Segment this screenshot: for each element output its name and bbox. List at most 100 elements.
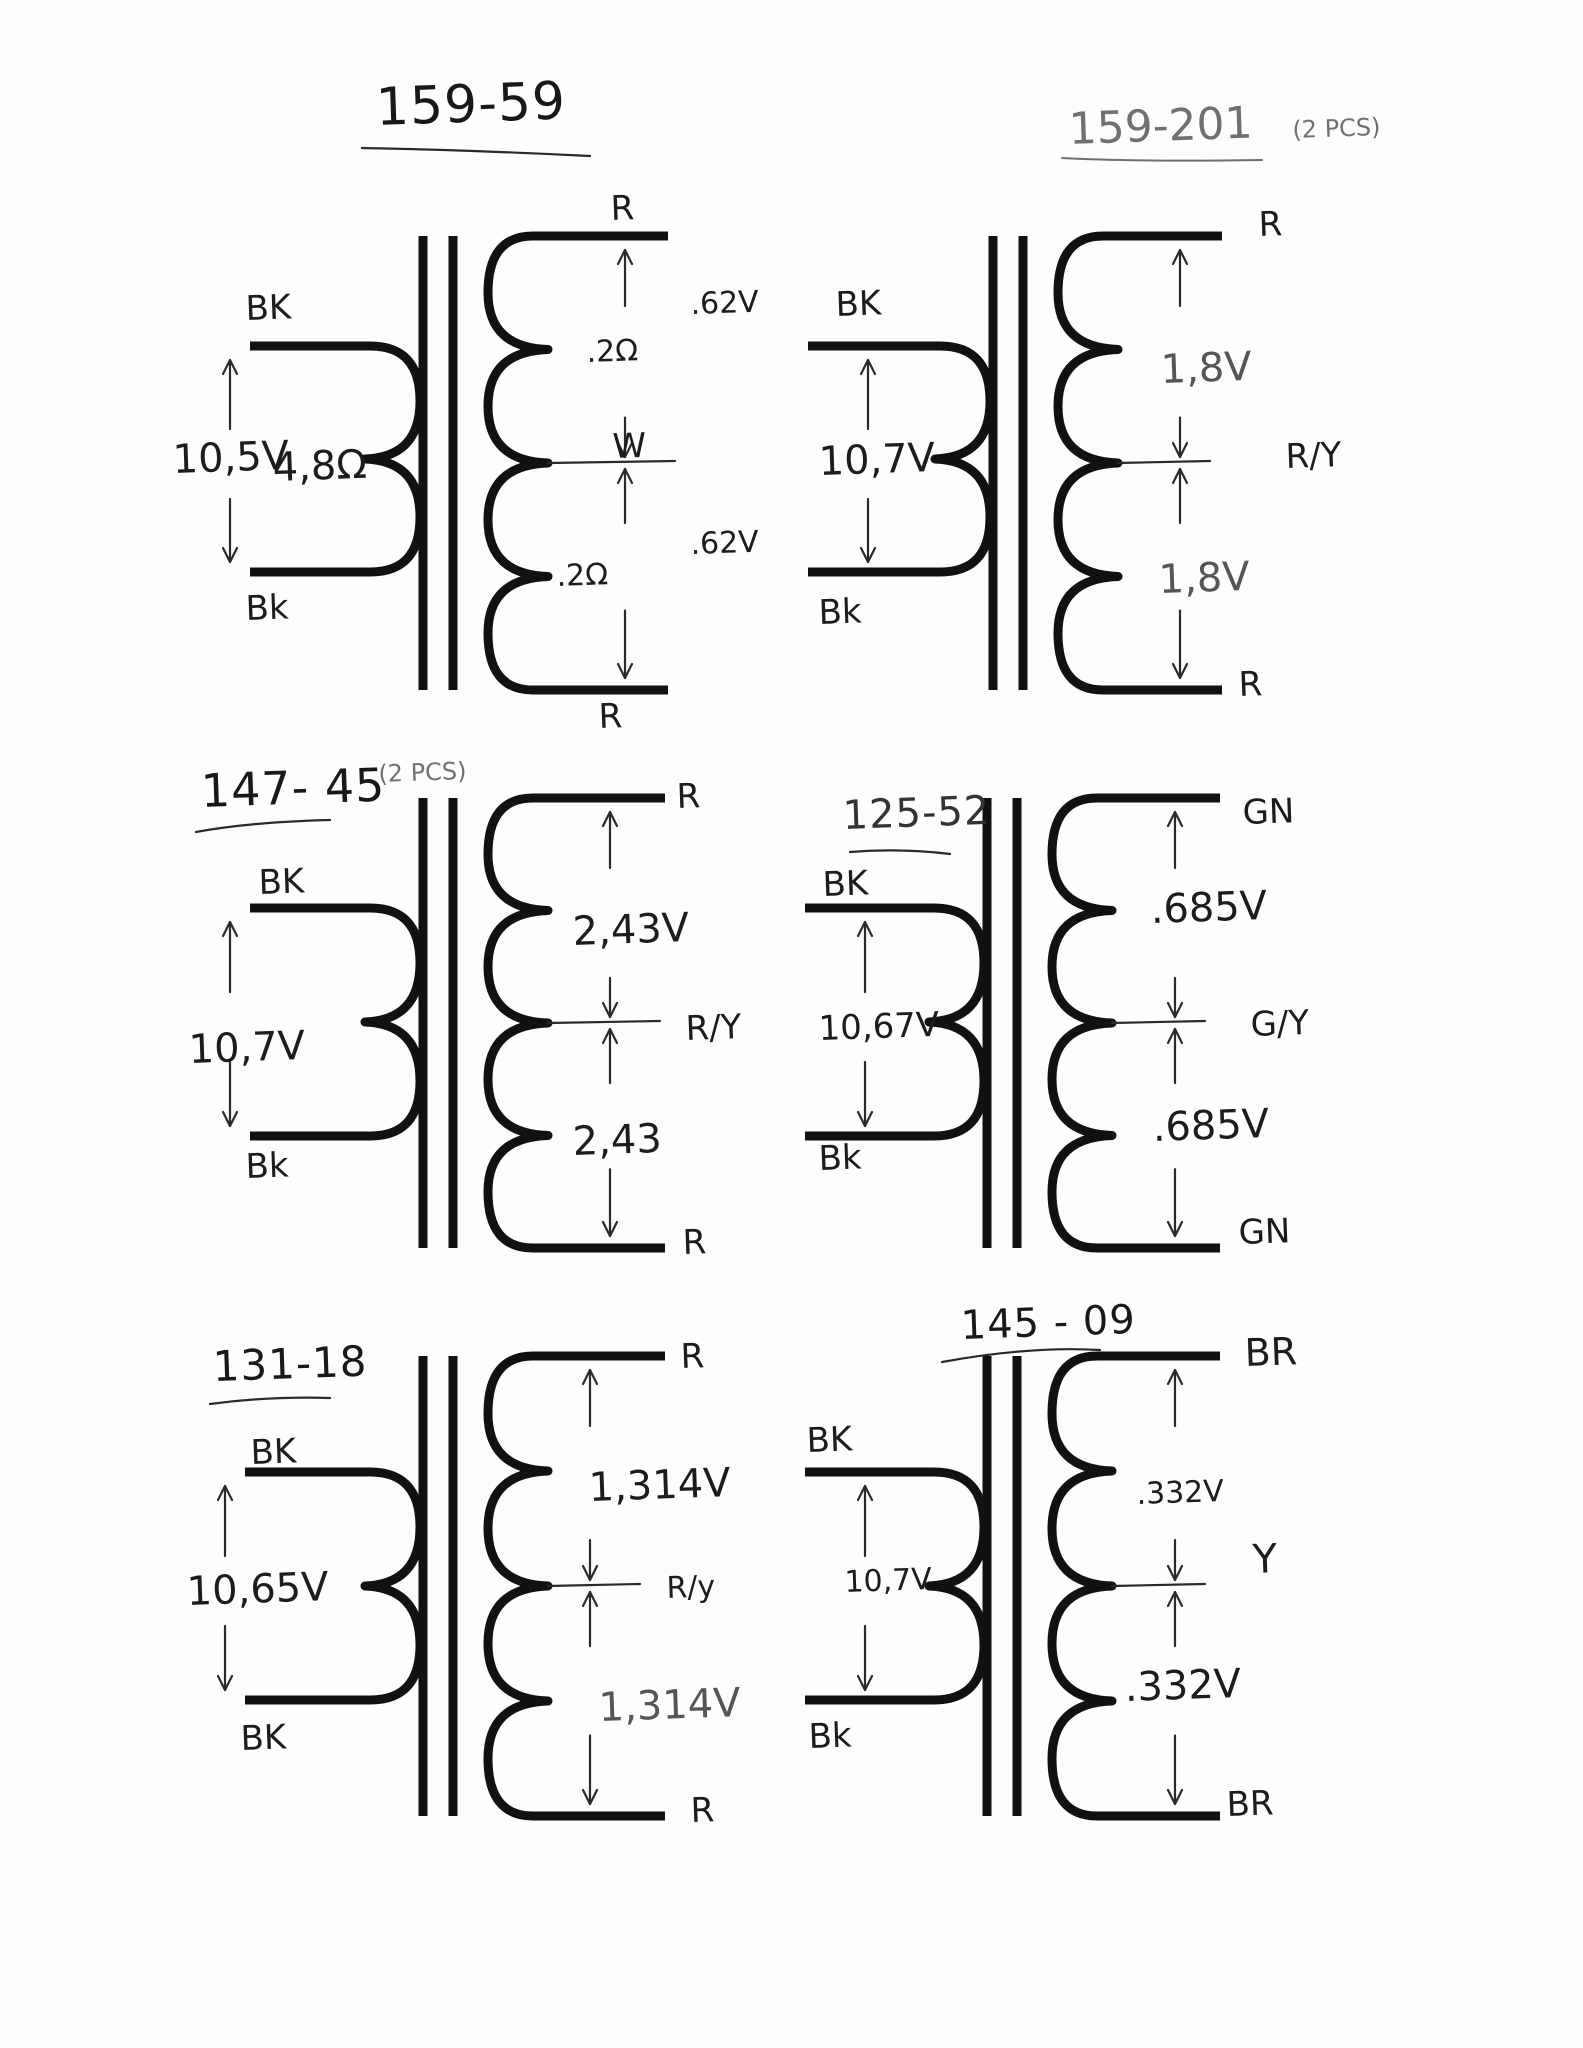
t2-primary-bottom-wire: Bk bbox=[817, 591, 863, 633]
t2-secondary-center-wire: R/Y bbox=[1284, 435, 1343, 477]
t6-secondary-top-wire: BR bbox=[1243, 1329, 1298, 1375]
t1-symbol bbox=[221, 231, 677, 695]
t3-secondary-center-wire: R/Y bbox=[684, 1007, 743, 1049]
t4-lower-arrow-down bbox=[1166, 1168, 1184, 1238]
t4-secondary-bottom-wire: GN bbox=[1237, 1211, 1292, 1253]
t6-primary-arrow-down bbox=[856, 1624, 874, 1692]
t3-upper-arrow-down bbox=[601, 976, 619, 1019]
t2-secondary-bottom-wire: R bbox=[1237, 664, 1263, 705]
t5-primary-voltage: 10,65V bbox=[185, 1564, 330, 1615]
t1-upper-arrow-up bbox=[616, 248, 634, 308]
t2-symbol bbox=[808, 231, 1222, 695]
t2-upper-voltage: 1,8V bbox=[1159, 343, 1253, 393]
t1-secondary-top-wire: R bbox=[609, 188, 635, 229]
t1-primary-arrow-up bbox=[221, 358, 239, 431]
t3-primary-voltage: 10,7V bbox=[187, 1022, 306, 1073]
t2-primary-arrow-up bbox=[859, 358, 877, 431]
t2-lower-arrow-down bbox=[1171, 609, 1189, 680]
t4-lower-arrow-up bbox=[1166, 1027, 1184, 1085]
t1-primary-winding bbox=[250, 341, 425, 577]
t3-secondary-top-wire: R bbox=[675, 776, 701, 817]
t1-upper-arrow-down bbox=[616, 416, 634, 459]
t5-lower-voltage: 1,314V bbox=[597, 1680, 742, 1731]
t5-upper-arrow-up bbox=[581, 1368, 599, 1428]
t3-title: 147- 45 bbox=[199, 757, 387, 818]
t1-title-underline bbox=[360, 146, 592, 158]
t4-primary-voltage: 10,67V bbox=[817, 1004, 940, 1049]
t4-secondary-center-wire: G/Y bbox=[1249, 1002, 1310, 1045]
t2-title: 159-201 bbox=[1067, 97, 1254, 155]
t5-upper-voltage: 1,314V bbox=[587, 1460, 732, 1511]
t6-upper-voltage: .332V bbox=[1135, 1473, 1225, 1512]
t3-center-tap bbox=[546, 1019, 662, 1025]
t6-lower-voltage: .332V bbox=[1123, 1660, 1242, 1711]
t1-primary-resistance: 4,8Ω bbox=[271, 441, 368, 491]
t6-lower-arrow-down bbox=[1166, 1734, 1184, 1806]
t5-lower-arrow-down bbox=[581, 1734, 599, 1806]
t4-upper-arrow-down bbox=[1166, 976, 1184, 1019]
t3-symbol bbox=[221, 793, 665, 1253]
t3-lower-voltage: 2,43 bbox=[571, 1115, 663, 1165]
t3-lower-arrow-up bbox=[601, 1027, 619, 1085]
t3-upper-voltage: 2,43V bbox=[571, 904, 690, 955]
t5-primary-winding bbox=[245, 1467, 425, 1705]
t1-secondary-center-wire: W bbox=[611, 425, 647, 467]
t6-title: 145 - 09 bbox=[959, 1296, 1137, 1349]
t6-upper-arrow-down bbox=[1166, 1538, 1184, 1582]
t5-title-underline bbox=[208, 1396, 332, 1406]
t3-lower-arrow-down bbox=[601, 1168, 619, 1238]
t4-title: 125-52 bbox=[841, 787, 992, 839]
t1-primary-arrow-down bbox=[221, 497, 239, 564]
t1-lower-arrow-up bbox=[616, 467, 634, 525]
t4-symbol bbox=[805, 793, 1220, 1253]
t2-secondary-top-wire: R bbox=[1257, 204, 1283, 245]
t4-primary-arrow-down bbox=[856, 1060, 874, 1128]
t3-primary-arrow-down bbox=[221, 1060, 239, 1128]
t4-title-underline bbox=[848, 849, 952, 856]
t1-secondary-bottom-wire: R bbox=[597, 696, 623, 737]
t3-primary-bottom-wire: Bk bbox=[244, 1145, 290, 1187]
t4-primary-arrow-up bbox=[856, 920, 874, 994]
t6-primary-winding bbox=[805, 1467, 989, 1705]
t6-secondary-center-wire: Y bbox=[1251, 1536, 1278, 1583]
t1-primary-bottom-wire: Bk bbox=[244, 587, 290, 629]
t6-symbol bbox=[805, 1351, 1220, 1821]
t1-primary-top-wire: BK bbox=[244, 287, 292, 329]
t2-primary-arrow-down bbox=[859, 497, 877, 564]
t6-lower-arrow-up bbox=[1166, 1590, 1184, 1648]
t4-center-tap bbox=[1110, 1019, 1207, 1025]
t5-upper-arrow-down bbox=[581, 1538, 599, 1582]
t5-secondary-top-wire: R bbox=[679, 1336, 705, 1377]
t1-lower-resistance: .2Ω bbox=[555, 557, 609, 594]
t1-lower-voltage: .62V bbox=[689, 524, 760, 562]
t2-center-tap bbox=[1116, 459, 1212, 465]
t6-center-tap bbox=[1110, 1582, 1207, 1588]
t5-secondary-center-wire: R/y bbox=[665, 1569, 716, 1606]
t5-lower-arrow-up bbox=[581, 1590, 599, 1648]
t2-primary-voltage: 10,7V bbox=[817, 434, 936, 485]
t6-secondary-bottom-wire: BR bbox=[1225, 1783, 1275, 1825]
t1-lower-arrow-down bbox=[616, 609, 634, 680]
t5-symbol bbox=[216, 1351, 665, 1821]
t5-primary-arrow-up bbox=[216, 1484, 234, 1558]
t4-lower-voltage: .685V bbox=[1151, 1100, 1270, 1151]
t5-secondary-bottom-wire: R bbox=[689, 1790, 715, 1831]
t5-primary-top-wire: BK bbox=[249, 1431, 297, 1473]
t4-upper-arrow-up bbox=[1166, 810, 1184, 870]
t6-primary-top-wire: BK bbox=[805, 1419, 853, 1461]
t5-primary-arrow-down bbox=[216, 1624, 234, 1692]
t6-title-underline bbox=[940, 1348, 1102, 1364]
t3-primary-top-wire: BK bbox=[257, 861, 305, 903]
t2-lower-arrow-up bbox=[1171, 467, 1189, 525]
t3-secondary-bottom-wire: R bbox=[681, 1222, 707, 1263]
t6-primary-voltage: 10,7V bbox=[843, 1561, 933, 1600]
t3-upper-arrow-up bbox=[601, 810, 619, 870]
t6-primary-arrow-up bbox=[856, 1484, 874, 1558]
t5-center-tap bbox=[546, 1582, 642, 1588]
t2-primary-winding bbox=[808, 341, 995, 577]
t4-upper-voltage: .685V bbox=[1149, 882, 1268, 933]
t4-primary-bottom-wire: Bk bbox=[817, 1137, 863, 1179]
t2-upper-arrow-up bbox=[1171, 248, 1189, 308]
t2-title-underline bbox=[1061, 157, 1263, 162]
